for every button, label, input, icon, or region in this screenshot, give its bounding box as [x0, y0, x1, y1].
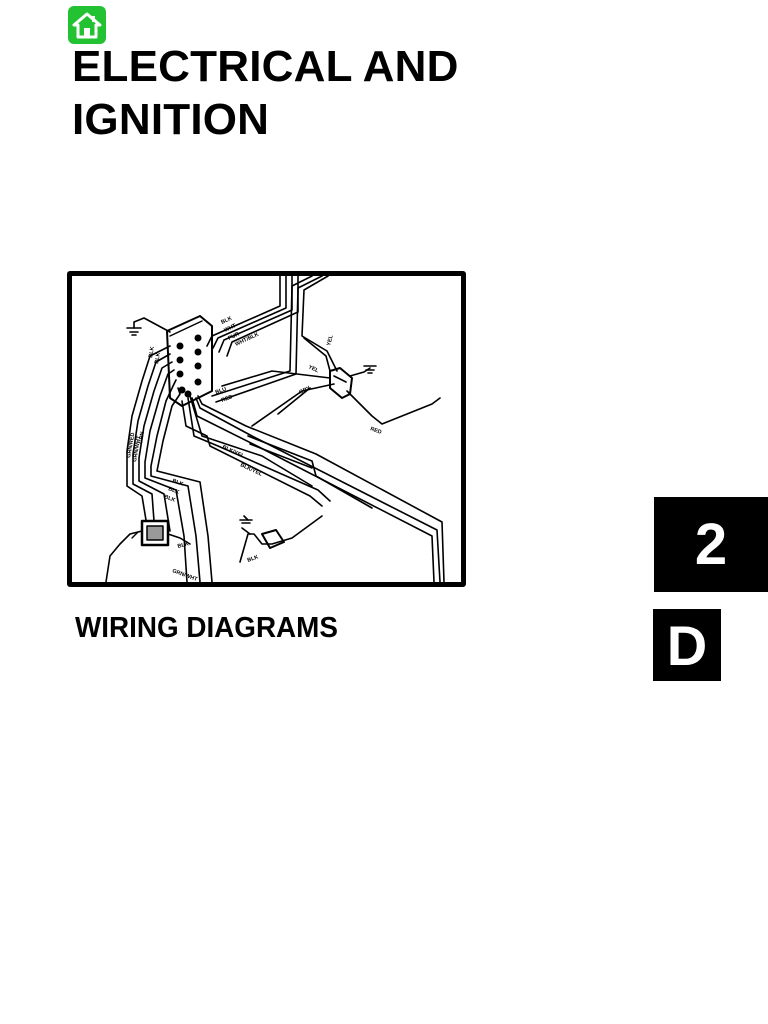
wire-label: RED — [369, 426, 382, 436]
wiring-diagram: BLK WHT PUR WHT/BLK YEL YEL GRY RED BLU … — [105, 276, 445, 582]
wire-label: YEL — [326, 334, 335, 347]
wire-label: BLK — [171, 478, 184, 488]
chapter-letter-tab: D — [653, 609, 721, 681]
home-button[interactable] — [68, 6, 106, 44]
wire-label: RED — [221, 394, 234, 404]
plug-component-bottom — [239, 515, 323, 563]
page-title: ELECTRICAL AND IGNITION — [72, 40, 459, 146]
wire-label: BLK — [148, 346, 156, 358]
wiring-diagram-figure: BLK WHT PUR WHT/BLK YEL YEL GRY RED BLU … — [67, 271, 466, 587]
chapter-number-tab: 2 — [654, 497, 768, 592]
wire-label: BLU — [215, 386, 228, 396]
wire-label: BLK — [220, 316, 233, 326]
connector-bottom-left — [105, 519, 191, 582]
wire-label: PUR — [227, 331, 240, 341]
wire-label: WHT — [223, 323, 237, 334]
home-icon — [72, 12, 102, 39]
wire-label: BLK — [163, 494, 176, 504]
ground-symbol-left — [126, 317, 171, 336]
section-subtitle: WIRING DIAGRAMS — [75, 612, 338, 644]
wire-label: GRN/WHT — [132, 435, 143, 463]
wire-label: BLK — [154, 352, 162, 364]
wire-label: BLK — [167, 486, 180, 496]
wire-label: GRN — [138, 431, 146, 444]
wire-label: BLK — [177, 541, 189, 550]
wire-label: BLK — [247, 554, 260, 564]
terminal-block — [166, 315, 213, 407]
wire-label: YEL — [307, 364, 320, 374]
wire-label: GRN/RED — [126, 432, 136, 458]
wire-label: GRY — [298, 385, 311, 396]
sensor-component-right — [221, 337, 441, 427]
page-title-line-2: IGNITION — [72, 95, 270, 144]
wire-label: GRN/WHT — [171, 568, 198, 582]
page-title-line-1: ELECTRICAL AND — [72, 42, 459, 91]
